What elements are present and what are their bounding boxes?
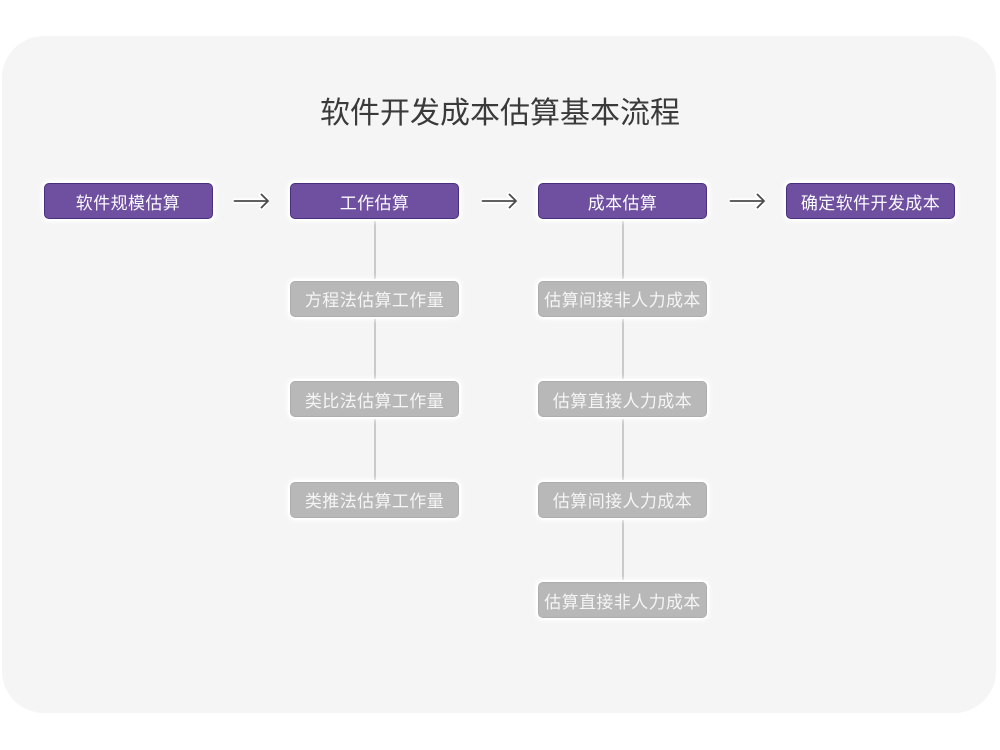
node-indirect-non-labor-cost: 估算间接非人力成本 [538, 280, 707, 317]
arrow-icon-3 [729, 192, 765, 210]
node-direct-labor-cost: 估算直接人力成本 [538, 381, 707, 417]
arrow-icon-2 [481, 192, 517, 210]
node-software-size-estimation: 软件规模估算 [43, 183, 213, 219]
node-determine-development-cost: 确定软件开发成本 [786, 183, 955, 219]
node-cost-estimation: 成本估算 [538, 183, 707, 219]
node-indirect-labor-cost: 估算间接人力成本 [538, 481, 707, 518]
node-label: 确定软件开发成本 [800, 193, 941, 213]
node-analogy-method: 类比法估算工作量 [290, 381, 459, 417]
node-label: 估算间接人力成本 [552, 492, 693, 511]
arrow-icon-1 [233, 192, 269, 210]
node-label: 估算直接人力成本 [552, 391, 693, 411]
diagram-title: 软件开发成本估算基本流程 [320, 97, 680, 130]
node-label: 成本估算 [587, 193, 658, 213]
diagram-card [2, 36, 996, 713]
node-label: 类推法估算工作量 [304, 492, 445, 511]
node-label: 估算间接非人力成本 [544, 291, 701, 310]
node-effort-estimation: 工作估算 [290, 183, 459, 219]
node-label: 方程法估算工作量 [304, 291, 445, 310]
node-label: 工作估算 [339, 193, 410, 213]
node-label: 类比法估算工作量 [304, 391, 445, 411]
node-direct-non-labor-cost: 估算直接非人力成本 [538, 582, 707, 618]
node-extrapolation-method: 类推法估算工作量 [290, 481, 459, 518]
node-equation-method: 方程法估算工作量 [290, 280, 459, 317]
node-label: 软件规模估算 [75, 193, 181, 213]
node-label: 估算直接非人力成本 [544, 592, 701, 612]
connector-line-work-estimation [373, 219, 376, 500]
